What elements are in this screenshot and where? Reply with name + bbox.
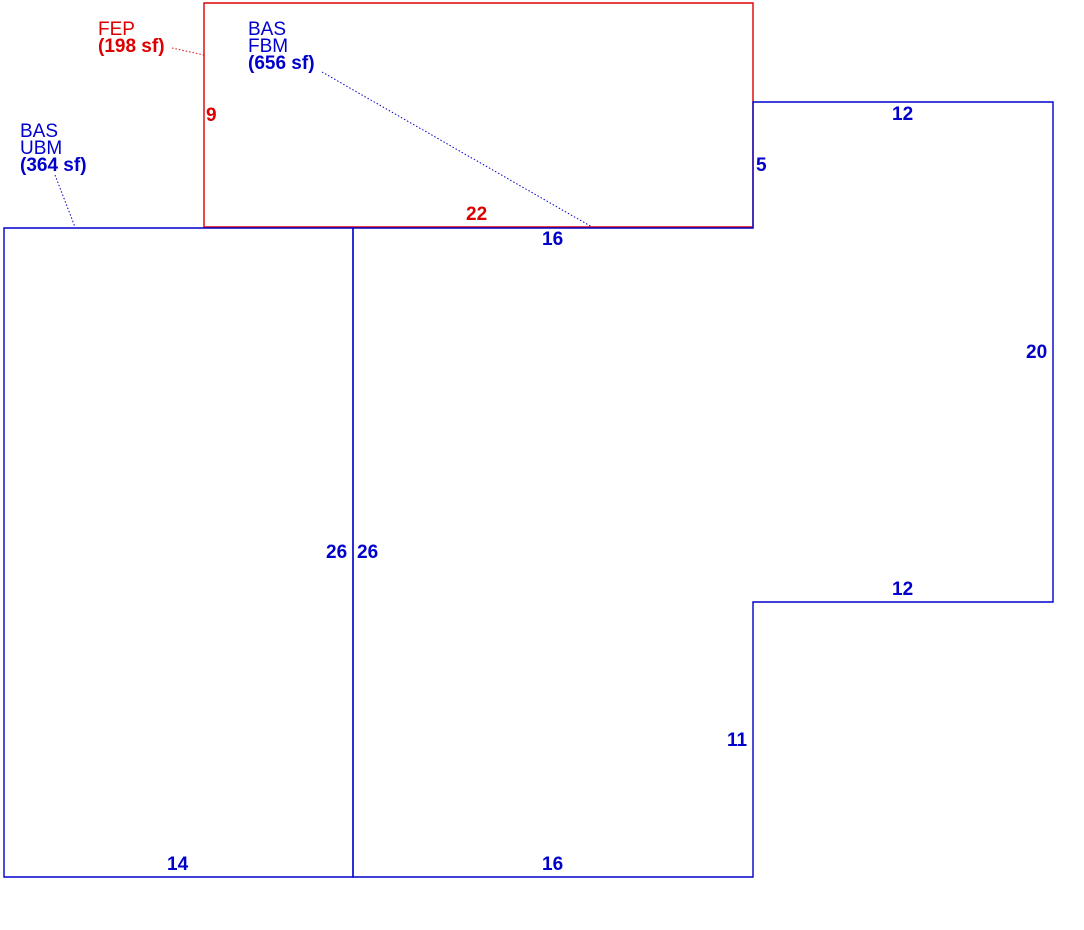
ubm-area-outline — [3, 227, 354, 878]
ubm-leader-line — [54, 174, 76, 228]
fep-area-label: (198 sf) — [98, 36, 165, 57]
fbm-lower-step-dimension: 12 — [892, 579, 914, 600]
fbm-lower-right-dimension: 11 — [727, 730, 748, 751]
fep-bottom-dimension: 22 — [466, 204, 488, 225]
fbm-top-right-dimension: 12 — [892, 104, 914, 125]
ubm-area-label: (364 sf) — [20, 155, 87, 176]
fbm-area-label: (656 sf) — [248, 53, 315, 74]
fbm-bottom-dimension: 16 — [542, 854, 564, 875]
fbm-left-dimension: 26 — [357, 542, 379, 563]
fep-side-dimension: 9 — [206, 105, 217, 126]
fbm-code-label: BAS — [248, 19, 287, 40]
fbm-top-middle-dimension: 16 — [542, 229, 564, 250]
fbm-subcode-label: FBM — [248, 36, 289, 57]
fep-code-label: FEP — [98, 19, 135, 40]
fep-leader-line — [171, 47, 205, 56]
ubm-subcode-label: UBM — [20, 138, 63, 159]
fbm-step-left-dimension: 5 — [756, 155, 767, 176]
fbm-leader-line — [321, 71, 593, 228]
fbm-area-outline — [352, 101, 1054, 878]
ubm-bottom-dimension: 14 — [167, 854, 189, 875]
fbm-right-dimension: 20 — [1026, 342, 1048, 363]
ubm-right-dimension: 26 — [326, 542, 348, 563]
ubm-code-label: BAS — [20, 121, 59, 142]
